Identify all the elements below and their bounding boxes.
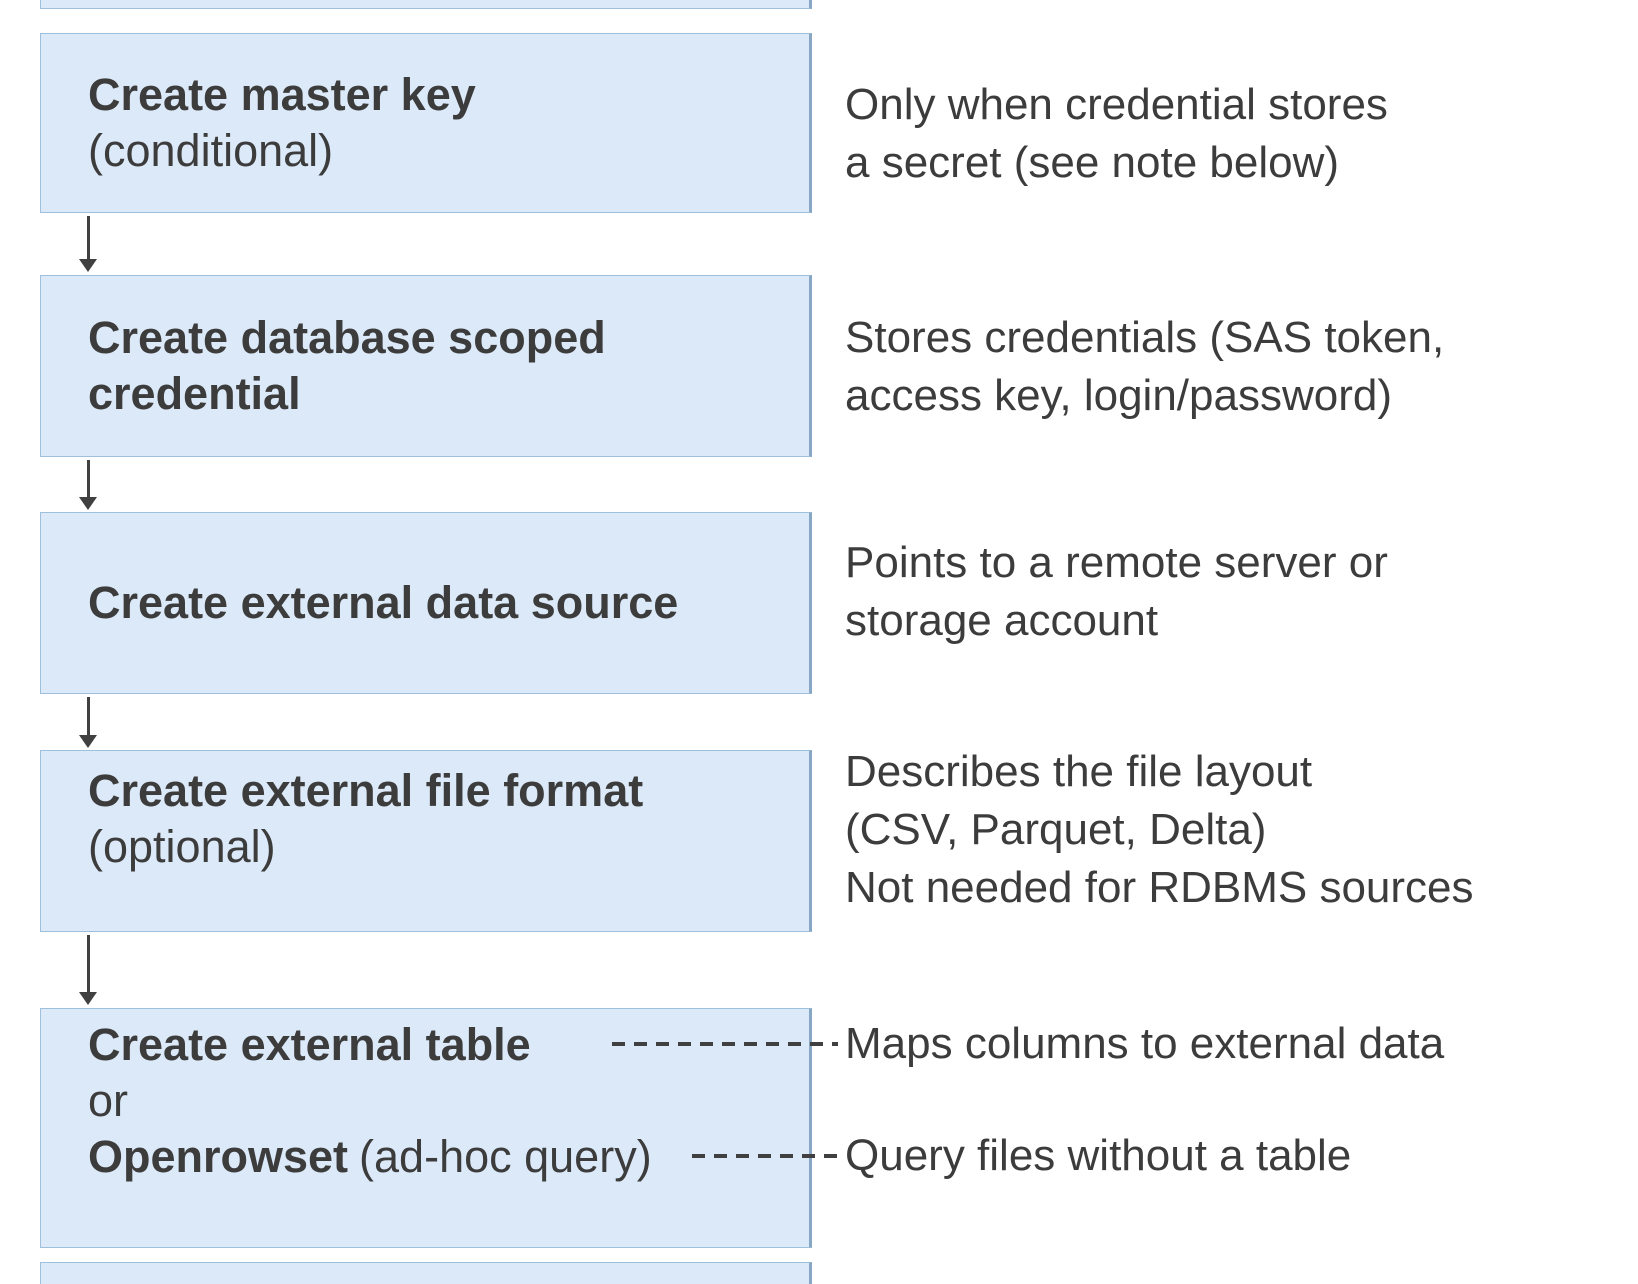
- step-title-line2: credential: [88, 368, 301, 419]
- cropped-box-below: [40, 1262, 812, 1284]
- cropped-box-above: [40, 0, 812, 9]
- step-box-create-external-data-source: Create external data source: [40, 512, 812, 694]
- step-box-create-external-file-format: Create external file format (optional): [40, 750, 812, 932]
- note-line: Only when credential stores: [845, 80, 1388, 129]
- step-title: Create external table: [88, 1017, 793, 1073]
- dashed-connector-openrowset: [692, 1154, 838, 1158]
- note-line: Not needed for RDBMS sources: [845, 863, 1474, 912]
- arrow-head: [79, 497, 97, 510]
- note-line: a secret (see note below): [845, 138, 1340, 187]
- note-line: Describes the file layout: [845, 747, 1313, 796]
- note-query-files: Query files without a table: [845, 1127, 1351, 1185]
- step-subtitle: (conditional): [88, 125, 334, 176]
- note-master-key: Only when credential stores a secret (se…: [845, 76, 1388, 192]
- note-external-file-format: Describes the file layout (CSV, Parquet,…: [845, 743, 1474, 917]
- down-arrow-icon: [79, 460, 98, 510]
- note-database-scoped-credential: Stores credentials (SAS token, access ke…: [845, 309, 1444, 425]
- step-title: Create master key: [88, 69, 476, 120]
- step-box-create-external-table-or-openrowset: Create external table or Openrowset(ad-h…: [40, 1008, 812, 1248]
- step-box-create-master-key: Create master key (conditional): [40, 33, 812, 213]
- arrow-shaft: [87, 697, 90, 735]
- adhoc-query-label: (ad-hoc query): [359, 1131, 652, 1182]
- arrow-head: [79, 992, 97, 1005]
- arrow-head: [79, 259, 97, 272]
- note-maps-columns: Maps columns to external data: [845, 1015, 1444, 1073]
- step-subtitle: (optional): [88, 821, 276, 872]
- dashed-connector-external-table: [612, 1042, 838, 1046]
- step-title: Create external file format: [88, 765, 644, 816]
- note-external-data-source: Points to a remote server or storage acc…: [845, 534, 1388, 650]
- note-line: Points to a remote server or: [845, 538, 1388, 587]
- arrow-shaft: [87, 935, 90, 992]
- arrow-shaft: [87, 216, 90, 259]
- down-arrow-icon: [79, 697, 98, 748]
- down-arrow-icon: [79, 935, 98, 1005]
- arrow-shaft: [87, 460, 90, 497]
- arrow-head: [79, 735, 97, 748]
- step-title: Create external data source: [88, 577, 679, 628]
- openrowset-line: Openrowset(ad-hoc query): [88, 1129, 793, 1185]
- note-line: Stores credentials (SAS token,: [845, 313, 1445, 362]
- create-external-table-label: Create external table: [88, 1019, 531, 1070]
- down-arrow-icon: [79, 216, 98, 272]
- note-line: (CSV, Parquet, Delta): [845, 805, 1267, 854]
- openrowset-label: Openrowset: [88, 1131, 349, 1182]
- step-title: Create database scoped: [88, 312, 606, 363]
- or-label: or: [88, 1075, 129, 1126]
- note-line: Maps columns to external data: [845, 1019, 1445, 1068]
- note-line: Query files without a table: [845, 1131, 1352, 1180]
- step-box-create-database-scoped-credential: Create database scoped credential: [40, 275, 812, 457]
- note-line: storage account: [845, 596, 1159, 645]
- note-line: access key, login/password): [845, 371, 1392, 420]
